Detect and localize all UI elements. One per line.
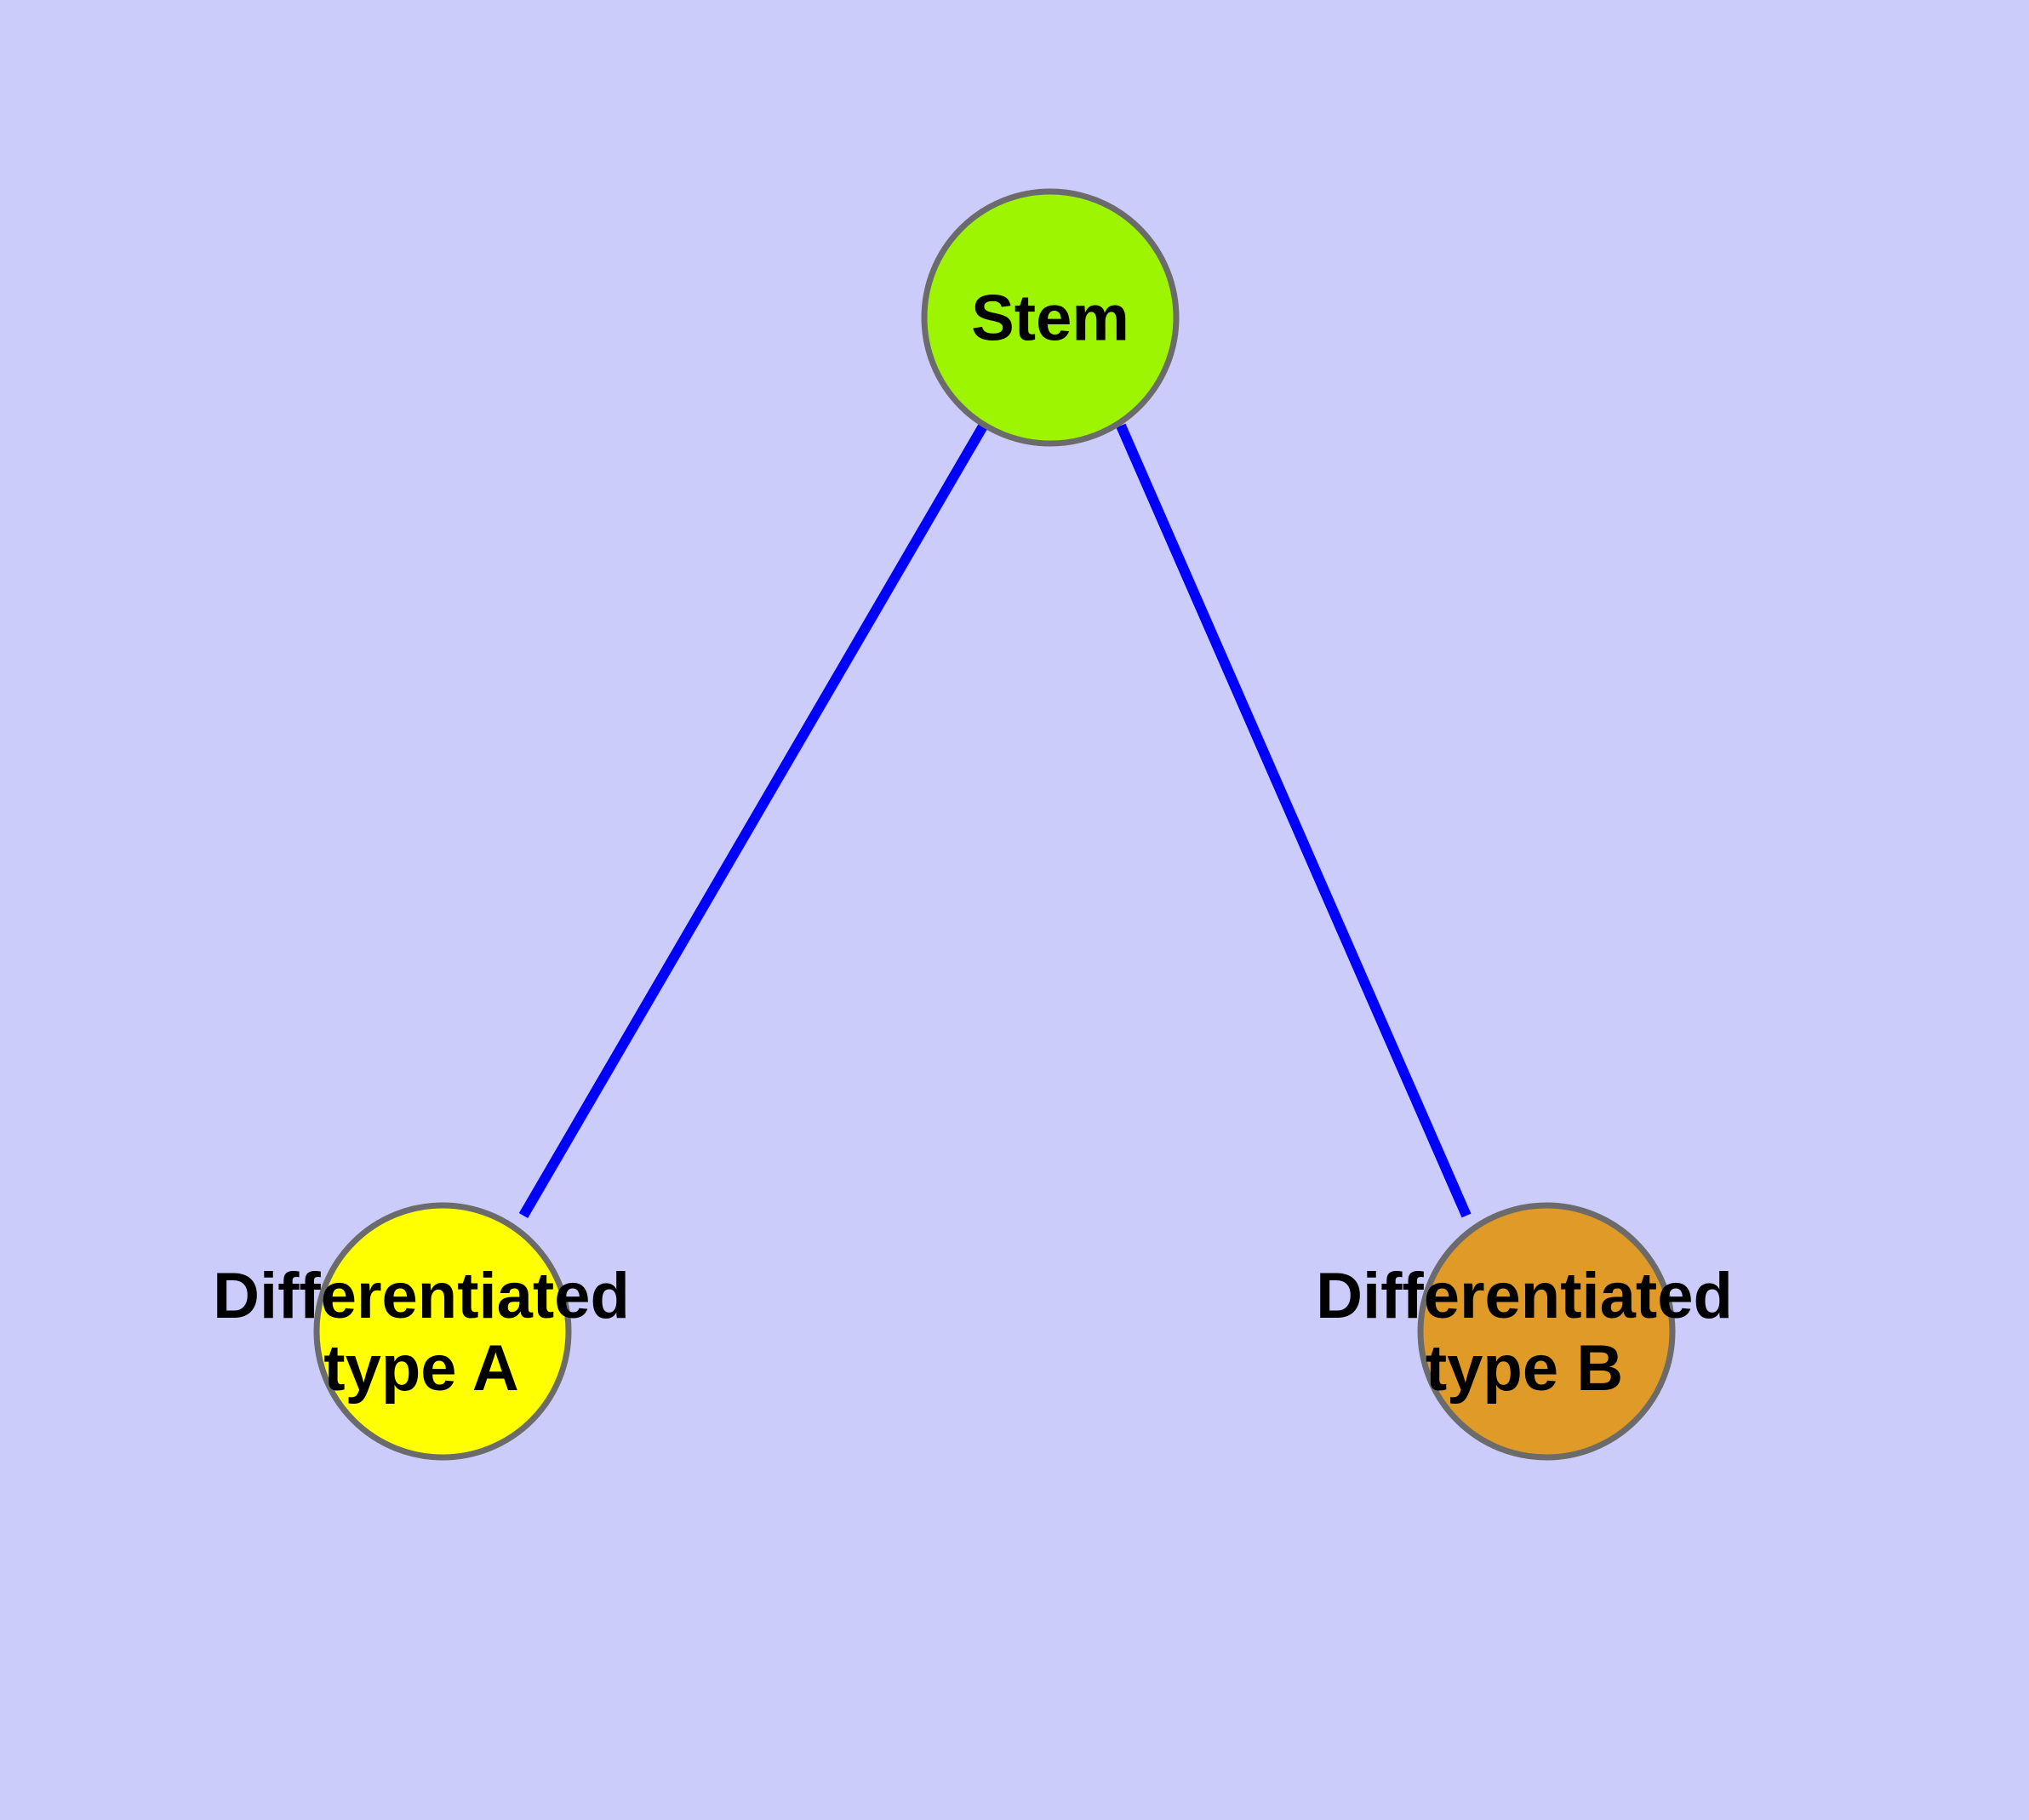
node-label-line: Differentiated [213, 1260, 630, 1332]
edge-stem-to-diff-a [518, 421, 989, 1219]
node-label-line: Stem [971, 283, 1129, 355]
edges-layer [518, 421, 1472, 1219]
node-label-line: type A [323, 1332, 518, 1405]
node-diff-b[interactable] [1417, 1202, 1676, 1461]
nodes-layer [313, 188, 1676, 1461]
node-label-stem: Stem [971, 283, 1129, 355]
node-diff-a[interactable] [313, 1202, 572, 1461]
node-stem[interactable] [921, 188, 1180, 447]
node-label-line: type B [1426, 1332, 1623, 1405]
node-label-line: Differentiated [1316, 1260, 1733, 1332]
edge-stem-to-diff-b [1116, 423, 1472, 1218]
